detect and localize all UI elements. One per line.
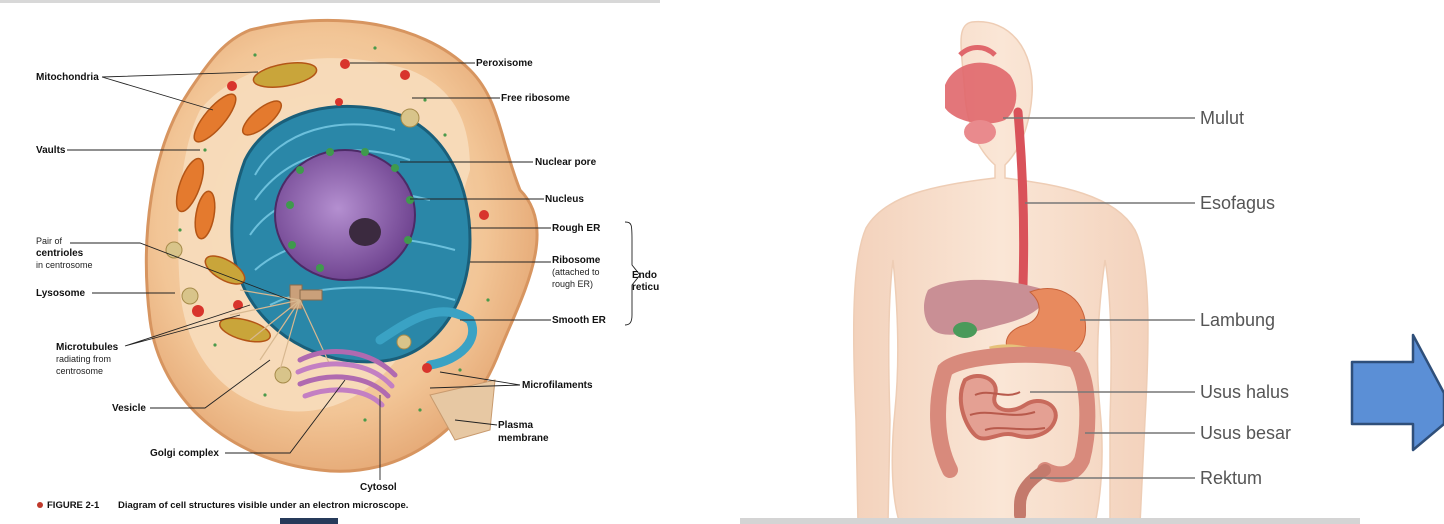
label-membrane: membrane xyxy=(498,433,549,444)
label-free-ribosome: Free ribosome xyxy=(501,93,570,104)
label-ribosome-note-2: rough ER) xyxy=(552,279,593,289)
bottom-crop-mark xyxy=(280,518,338,524)
mouth-cavity xyxy=(945,63,1016,124)
label-lysosome: Lysosome xyxy=(36,288,86,299)
label-lambung: Lambung xyxy=(1200,310,1275,330)
pharynx xyxy=(964,120,996,144)
label-ribosome: Ribosome xyxy=(552,255,601,266)
label-usus-halus: Usus halus xyxy=(1200,382,1289,402)
label-rough-er: Rough ER xyxy=(552,223,601,234)
right-arrow-icon xyxy=(1352,335,1444,450)
caption-bullet-icon xyxy=(37,502,43,508)
label-microfilaments: Microfilaments xyxy=(522,380,593,391)
figure-caption: FIGURE 2-1 Diagram of cell structures vi… xyxy=(37,500,408,511)
label-reticu: reticu xyxy=(632,282,659,293)
caption-figure-number: FIGURE 2-1 xyxy=(47,500,100,511)
label-endo: Endo xyxy=(632,270,657,281)
label-nuclear-pore: Nuclear pore xyxy=(535,157,597,168)
label-microtubules: Microtubules xyxy=(56,342,119,353)
label-cytosol: Cytosol xyxy=(360,482,397,493)
label-mitochondria: Mitochondria xyxy=(36,72,99,83)
nucleolus xyxy=(349,218,381,246)
label-vesicle: Vesicle xyxy=(112,403,146,414)
label-microtubules-note-1: radiating from xyxy=(56,354,111,364)
label-golgi: Golgi complex xyxy=(150,448,219,459)
label-peroxisome: Peroxisome xyxy=(476,58,533,69)
label-vaults: Vaults xyxy=(36,145,66,156)
caption-text: Diagram of cell structures visible under… xyxy=(118,500,408,511)
top-crop-edge xyxy=(0,0,660,3)
label-rektum: Rektum xyxy=(1200,468,1262,488)
cell-diagram: Mitochondria Peroxisome Free ribosome Va… xyxy=(0,0,660,524)
label-mulut: Mulut xyxy=(1200,108,1244,128)
label-microtubules-note-2: centrosome xyxy=(56,366,103,376)
digestive-labels: Mulut Esofagus Lambung Usus halus Usus b… xyxy=(1200,108,1291,488)
label-centrioles: centrioles xyxy=(36,248,84,259)
label-plasma: Plasma xyxy=(498,420,533,431)
gallbladder xyxy=(953,322,977,338)
label-ribosome-note-1: (attached to xyxy=(552,267,600,277)
label-usus-besar: Usus besar xyxy=(1200,423,1291,443)
label-pair-of: Pair of xyxy=(36,236,63,246)
bottom-crop-strip xyxy=(740,518,1360,524)
label-nucleus: Nucleus xyxy=(545,194,584,205)
label-in-centrosome: in centrosome xyxy=(36,260,93,270)
digestive-diagram: Mulut Esofagus Lambung Usus halus Usus b… xyxy=(740,22,1360,524)
label-smooth-er: Smooth ER xyxy=(552,315,607,326)
label-esofagus: Esofagus xyxy=(1200,193,1275,213)
